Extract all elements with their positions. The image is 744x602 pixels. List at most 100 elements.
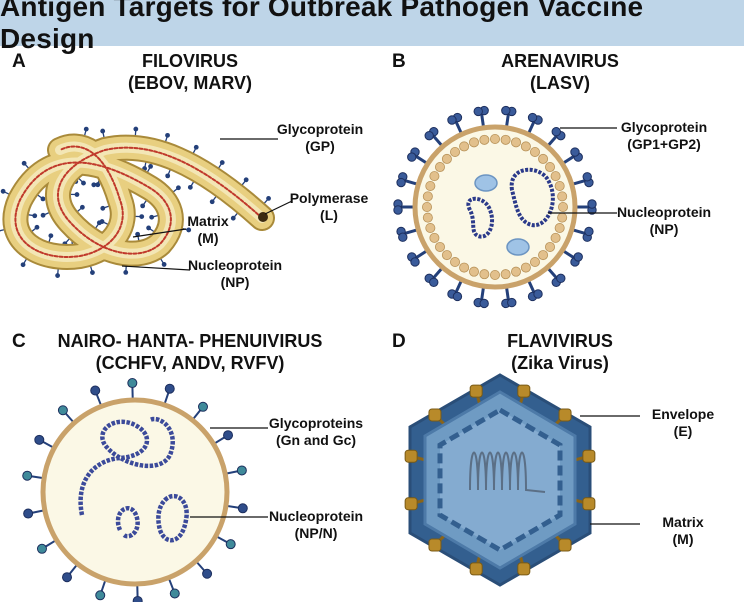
arenavirus-membrane-bead xyxy=(459,141,470,152)
flavivirus-matrix-protein xyxy=(469,562,483,576)
flavivirus-matrix-protein xyxy=(404,497,418,511)
filovirus-spike-head xyxy=(40,212,46,218)
arenavirus-spike-head xyxy=(507,297,517,308)
filovirus-spike-head xyxy=(165,132,170,138)
arenavirus-membrane-bead xyxy=(479,269,490,280)
arenavirus-membrane-bead xyxy=(459,262,470,273)
filovirus-spike xyxy=(0,228,5,232)
bunyavirus-spike-head xyxy=(202,568,213,579)
arenavirus-membrane-bead xyxy=(500,134,511,145)
flavivirus-matrix-protein xyxy=(558,538,572,552)
label-b-nucleoprotein-line2: (NP) xyxy=(649,221,679,237)
panel-b-title-line2: (LASV) xyxy=(530,73,590,93)
panel-a-title-line1: FILOVIRUS xyxy=(141,51,238,71)
arenavirus-membrane-bead xyxy=(545,162,556,173)
filovirus-spike-head xyxy=(186,227,192,233)
label-d-envelope-line1: Envelope xyxy=(651,406,715,422)
arenavirus-membrane-bead xyxy=(441,250,452,261)
filovirus-spike-head xyxy=(100,205,106,211)
bunyavirus-spike-head xyxy=(164,383,175,394)
arenavirus-spike-head xyxy=(398,232,408,242)
arenavirus-spike-head xyxy=(587,199,597,209)
panel-b-letter: B xyxy=(392,51,406,72)
filovirus-spike-head xyxy=(100,128,106,134)
bunyavirus-spike-head xyxy=(127,378,138,389)
arenavirus-membrane-bead xyxy=(450,257,461,268)
flavivirus-matrix-protein xyxy=(582,497,596,511)
arenavirus-spike-head xyxy=(573,252,583,262)
title-banner: Antigen Targets for Outbreak Pathogen Va… xyxy=(0,0,744,54)
arenavirus-membrane-bead xyxy=(545,241,556,252)
label-a-glycoprotein-line1: Glycoprotein xyxy=(276,121,364,137)
arenavirus-spike-head xyxy=(582,172,592,182)
arenavirus-membrane-bead xyxy=(550,232,561,243)
flavivirus-matrix-protein xyxy=(404,449,418,463)
label-c-nucleoprotein: Nucleoprotein (NP/N) xyxy=(262,508,370,542)
arenavirus-membrane-bead xyxy=(557,212,568,223)
panel-d-title: FLAVIVIRUS (Zika Virus) xyxy=(460,330,660,374)
arenavirus-membrane-bead xyxy=(500,269,511,280)
arenavirus-spike-head xyxy=(424,130,434,141)
filovirus-spike-head xyxy=(48,233,54,239)
arenavirus-spike-head xyxy=(551,127,561,137)
label-c-glycoproteins-line1: Glycoproteins xyxy=(268,415,364,431)
label-a-nucleoprotein-line2: (NP) xyxy=(220,274,250,290)
arenavirus-membrane-bead xyxy=(557,191,568,202)
arenavirus-membrane-bead xyxy=(558,201,569,212)
flavivirus-matrix-protein xyxy=(517,384,531,398)
filovirus-spike-head xyxy=(140,203,146,209)
filovirus-spike-head xyxy=(79,204,85,210)
label-b-nucleoprotein: Nucleoprotein (NP) xyxy=(612,204,716,238)
bunyavirus-illustration xyxy=(22,378,248,602)
filovirus-spike-head xyxy=(149,214,155,220)
filovirus-spike-head xyxy=(176,185,181,191)
label-b-glycoprotein: Glycoprotein (GP1+GP2) xyxy=(612,119,716,153)
arenavirus-membrane-bead xyxy=(421,201,432,212)
bunyavirus-spike-head xyxy=(225,539,236,550)
arenavirus-membrane-bead xyxy=(489,269,500,280)
panel-c-leader-lines xyxy=(190,427,268,518)
bunyavirus-spike-head xyxy=(90,385,101,396)
arenavirus-spike-head xyxy=(527,112,538,123)
arenavirus-membrane-bead xyxy=(554,180,565,191)
panel-c-title: NAIRO- HANTA- PHENUIVIRUS (CCHFV, ANDV, … xyxy=(40,330,340,374)
label-d-envelope: Envelope (E) xyxy=(636,406,730,440)
filovirus-spike-head xyxy=(32,213,38,219)
ribosome-1 xyxy=(474,174,498,192)
arenavirus-envelope xyxy=(412,124,578,290)
label-a-glycoprotein-line2: (GP) xyxy=(305,138,335,154)
polymerase-dot xyxy=(258,212,268,222)
arenavirus-membrane-bead xyxy=(511,137,522,148)
arenavirus-np-loop-1 xyxy=(509,167,555,228)
filovirus-spike-head xyxy=(219,160,225,165)
arenavirus-membrane-bead xyxy=(554,223,565,234)
bunyavirus-spike-head xyxy=(34,434,45,445)
flavivirus-matrix-protein xyxy=(582,449,596,463)
arenavirus-spike-head xyxy=(501,105,511,116)
label-d-envelope-line2: (E) xyxy=(673,423,693,439)
arenavirus-spike-head xyxy=(584,226,594,237)
arenavirus-membrane-bead xyxy=(422,212,433,223)
arenavirus-membrane-bead xyxy=(468,266,479,277)
filovirus-spike-head xyxy=(148,163,153,169)
bunyavirus-spike-head xyxy=(36,543,47,554)
panel-c-letter: C xyxy=(12,331,26,352)
filovirus-spike-head xyxy=(146,225,151,231)
filovirus-spike-head xyxy=(81,180,86,186)
panel-b-title: ARENAVIRUS (LASV) xyxy=(460,50,660,94)
bunyavirus-spike-head xyxy=(169,588,180,599)
arenavirus-membrane-bead xyxy=(511,266,522,277)
arenavirus-membrane-bead xyxy=(538,250,549,261)
panel-a-title: FILOVIRUS (EBOV, MARV) xyxy=(90,50,290,94)
arenavirus-spike-head xyxy=(393,205,403,215)
arenavirus-membrane-bead xyxy=(479,134,490,145)
bunyavirus-spike-head xyxy=(95,590,106,601)
arenavirus-membrane-bead xyxy=(489,133,500,144)
bunyavirus-np-strand-3 xyxy=(156,493,189,543)
panel-d-title-line1: FLAVIVIRUS xyxy=(507,331,613,351)
label-d-matrix-line1: Matrix xyxy=(662,514,704,530)
arenavirus-membrane-bead xyxy=(529,146,540,157)
label-a-polymerase-line1: Polymerase xyxy=(289,190,369,206)
filovirus-rna-strand xyxy=(14,145,263,258)
filovirus-spike-head xyxy=(243,177,249,183)
